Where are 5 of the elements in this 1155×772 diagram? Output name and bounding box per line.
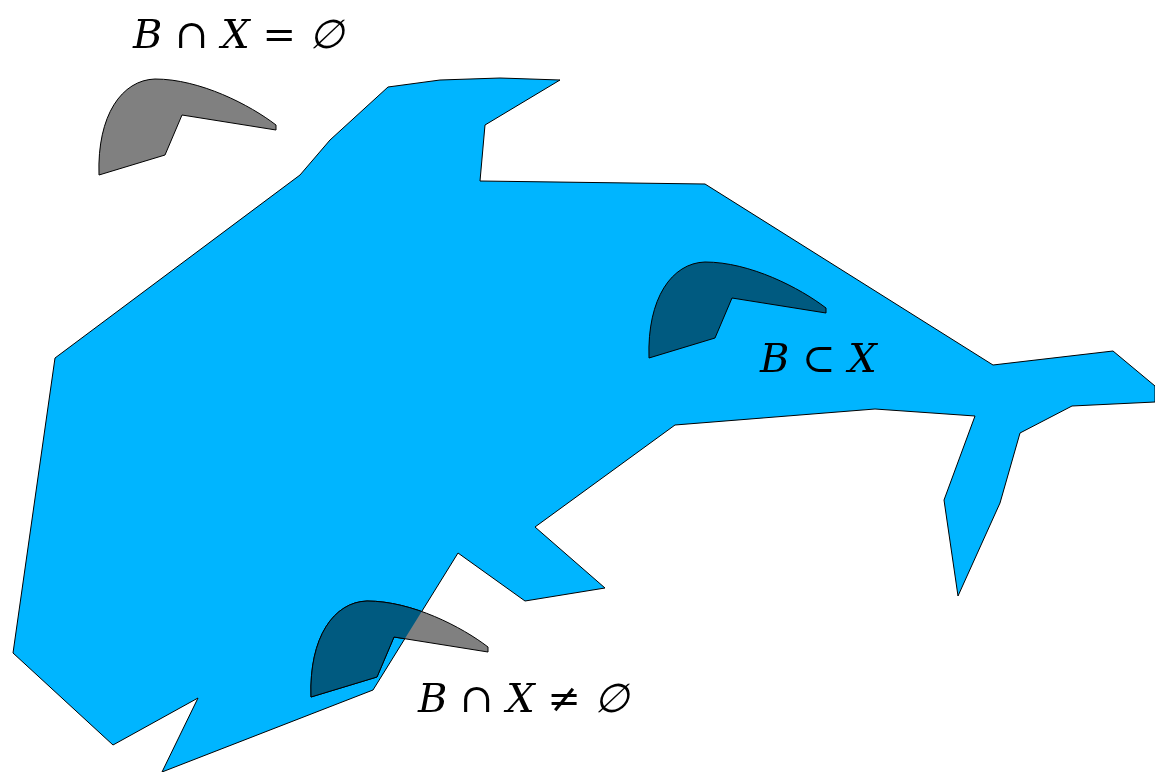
set-relation-formula: B ⊂ X (760, 338, 877, 378)
blob-shape (98, 78, 277, 176)
set-relation-formula: B ∩ X = ∅ (133, 14, 344, 54)
region-shape (12, 77, 1155, 772)
set-relation-formula: B ∩ X ≠ ∅ (418, 678, 629, 718)
